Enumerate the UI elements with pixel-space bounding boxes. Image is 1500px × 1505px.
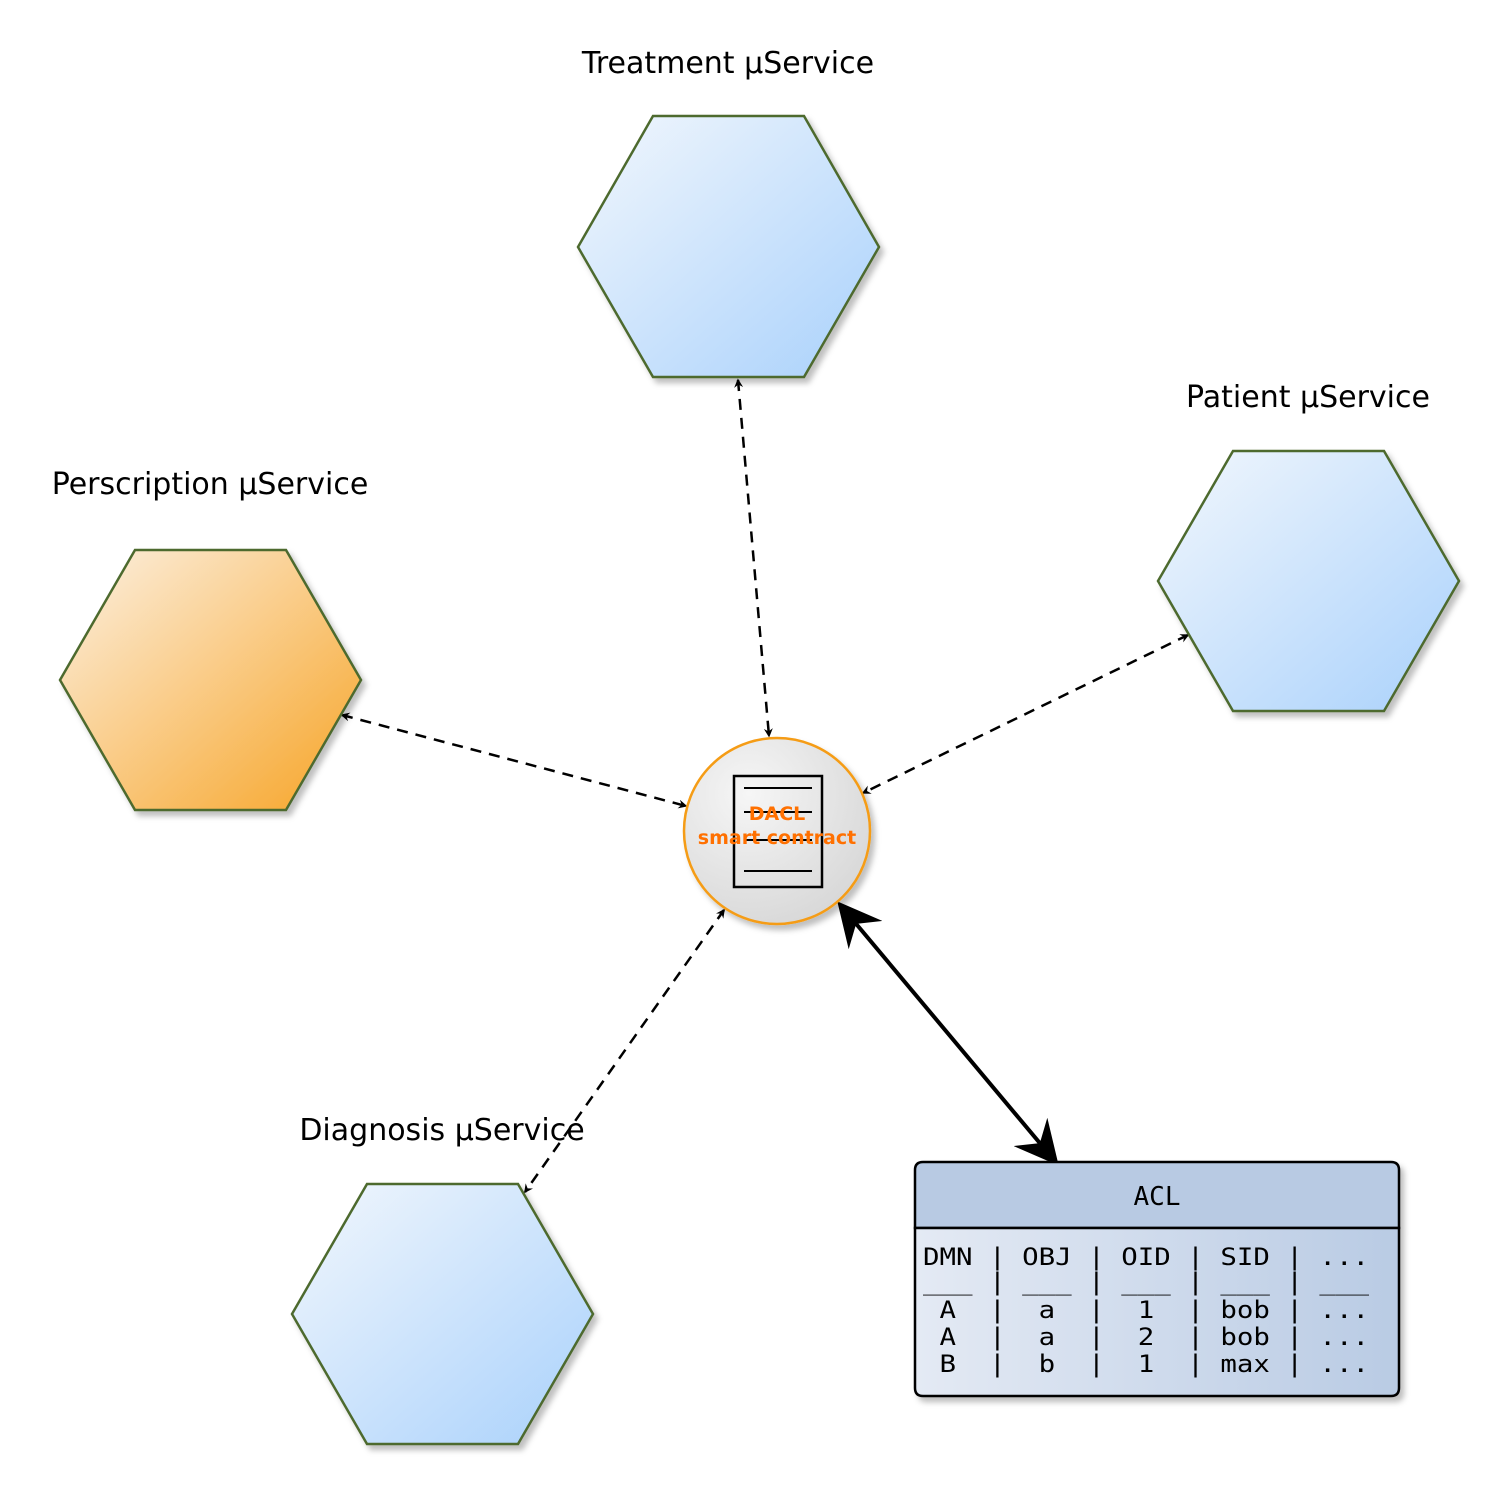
connector-acl	[837, 901, 1059, 1166]
dacl-smart-contract[interactable]: DACL smart contract	[682, 736, 872, 926]
acl-row: A | a | 2 | bob | ...	[923, 1323, 1369, 1351]
acl-header	[913, 1160, 1401, 1230]
perscription-service-hexagon[interactable]	[58, 548, 363, 812]
acl-body	[913, 1226, 1401, 1398]
acl-row-header: DMN | OBJ | OID | SID | ...	[923, 1243, 1369, 1271]
acl-row: A | a | 1 | bob | ...	[923, 1296, 1369, 1324]
contract-label-line2: smart contract	[698, 827, 856, 849]
acl-table[interactable]	[913, 1160, 1401, 1398]
connector-patient	[861, 633, 1190, 795]
treatment-service-label: Treatment µService	[581, 46, 874, 81]
document-icon	[732, 774, 824, 889]
acl-row-separator: ___ | ___ | ___ | ___ | ___	[923, 1268, 1370, 1296]
contract-circle	[682, 736, 872, 926]
patient-service-hexagon[interactable]	[1156, 449, 1461, 713]
acl-rows: DMN | OBJ | OID | SID | ... ___ | ___ | …	[923, 1243, 1370, 1378]
patient-service-label: Patient µService	[1186, 380, 1430, 415]
perscription-service-label: Perscription µService	[52, 467, 369, 502]
acl-row: B | b | 1 | max | ...	[923, 1350, 1369, 1378]
connector-perscription	[340, 712, 688, 809]
connector-diagnosis	[523, 908, 726, 1194]
acl-title: ACL	[1134, 1182, 1181, 1212]
connector-treatment	[734, 378, 773, 738]
treatment-service-hexagon[interactable]	[576, 114, 881, 379]
contract-label-line1: DACL	[749, 803, 806, 825]
diagnosis-service-label: Diagnosis µService	[299, 1113, 584, 1148]
diagnosis-service-hexagon[interactable]	[290, 1182, 595, 1446]
